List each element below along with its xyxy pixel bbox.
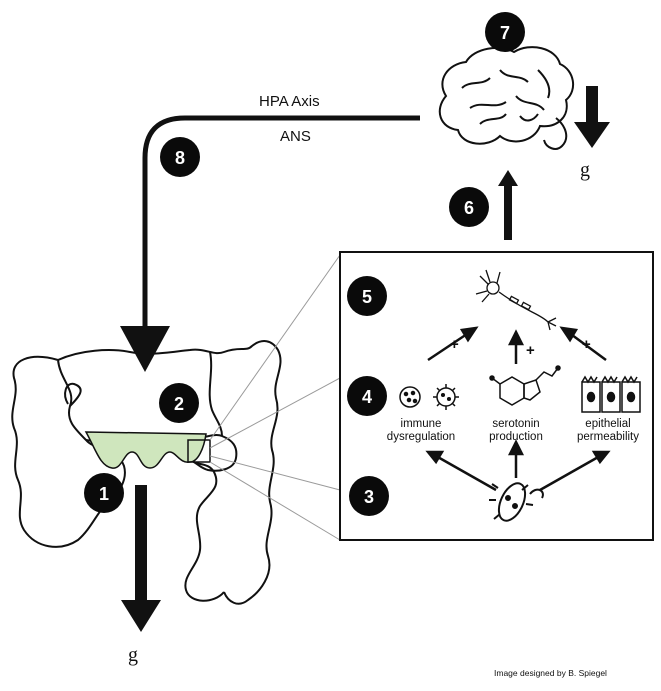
arrow-hpa-ans-head xyxy=(120,326,170,372)
zoom-lines xyxy=(209,254,341,541)
neuron-icon xyxy=(475,269,557,331)
arrow-gut-to-brain-head xyxy=(498,170,518,186)
marker-2: 2 xyxy=(159,383,199,423)
epithelial-label-line2: permeability xyxy=(577,431,639,443)
serotonin-label-line2: production xyxy=(489,431,543,443)
immune-cell-icon xyxy=(399,386,421,408)
arrow-hpa-ans xyxy=(142,115,420,330)
plus-serotonin: + xyxy=(526,342,535,359)
zoom-box xyxy=(187,439,211,463)
epithelial-label-line1: epithelial xyxy=(585,418,631,430)
marker-3: 3 xyxy=(349,476,389,516)
marker-8: 8 xyxy=(160,137,200,177)
marker-6: 6 xyxy=(449,187,489,227)
immune-dysregulation-label: immune dysregulation xyxy=(384,418,458,444)
bacterium-icon xyxy=(489,482,544,522)
serotonin-label-line1: serotonin xyxy=(492,418,540,430)
marker-1-label: 1 xyxy=(99,484,109,504)
marker-4-label: 4 xyxy=(362,387,372,407)
arrow-brain-gravity-shaft xyxy=(586,86,598,126)
marker-4: 4 xyxy=(347,376,387,416)
serotonin-production-label: serotonin production xyxy=(476,418,556,444)
epithelial-cells-icon xyxy=(581,375,641,413)
marker-2-label: 2 xyxy=(174,394,184,414)
immune-label-line1: immune xyxy=(400,418,442,430)
marker-3-label: 3 xyxy=(364,487,374,507)
marker-1: 1 xyxy=(84,473,124,513)
marker-5-label: 5 xyxy=(362,287,372,307)
arrow-brain-gravity-head xyxy=(574,122,610,148)
virus-icon xyxy=(433,384,459,410)
marker-6-label: 6 xyxy=(464,198,474,218)
brain-gravity-label: g xyxy=(580,159,590,181)
serotonin-molecule-icon xyxy=(489,365,561,406)
epithelial-permeability-label: epithelial permeability xyxy=(564,418,652,444)
arrow-gut-to-brain-shaft xyxy=(504,184,512,240)
panel-arrows xyxy=(425,326,611,492)
image-credit: Image designed by B. Spiegel xyxy=(494,668,607,678)
mechanism-panel xyxy=(339,251,654,541)
ans-label: ANS xyxy=(280,128,311,145)
immune-label-line2: dysregulation xyxy=(386,431,456,443)
plus-immune: + xyxy=(450,336,459,353)
plus-epithelial: + xyxy=(582,336,591,353)
hpa-axis-label: HPA Axis xyxy=(259,93,320,110)
marker-7: 7 xyxy=(485,12,525,52)
marker-5: 5 xyxy=(347,276,387,316)
marker-8-label: 8 xyxy=(175,148,185,168)
arrow-gut-gravity-shaft xyxy=(135,485,147,605)
gut-gravity-label: g xyxy=(128,644,138,666)
marker-7-label: 7 xyxy=(500,23,510,43)
brain-icon xyxy=(438,46,575,150)
arrow-gut-gravity-head xyxy=(121,600,161,632)
